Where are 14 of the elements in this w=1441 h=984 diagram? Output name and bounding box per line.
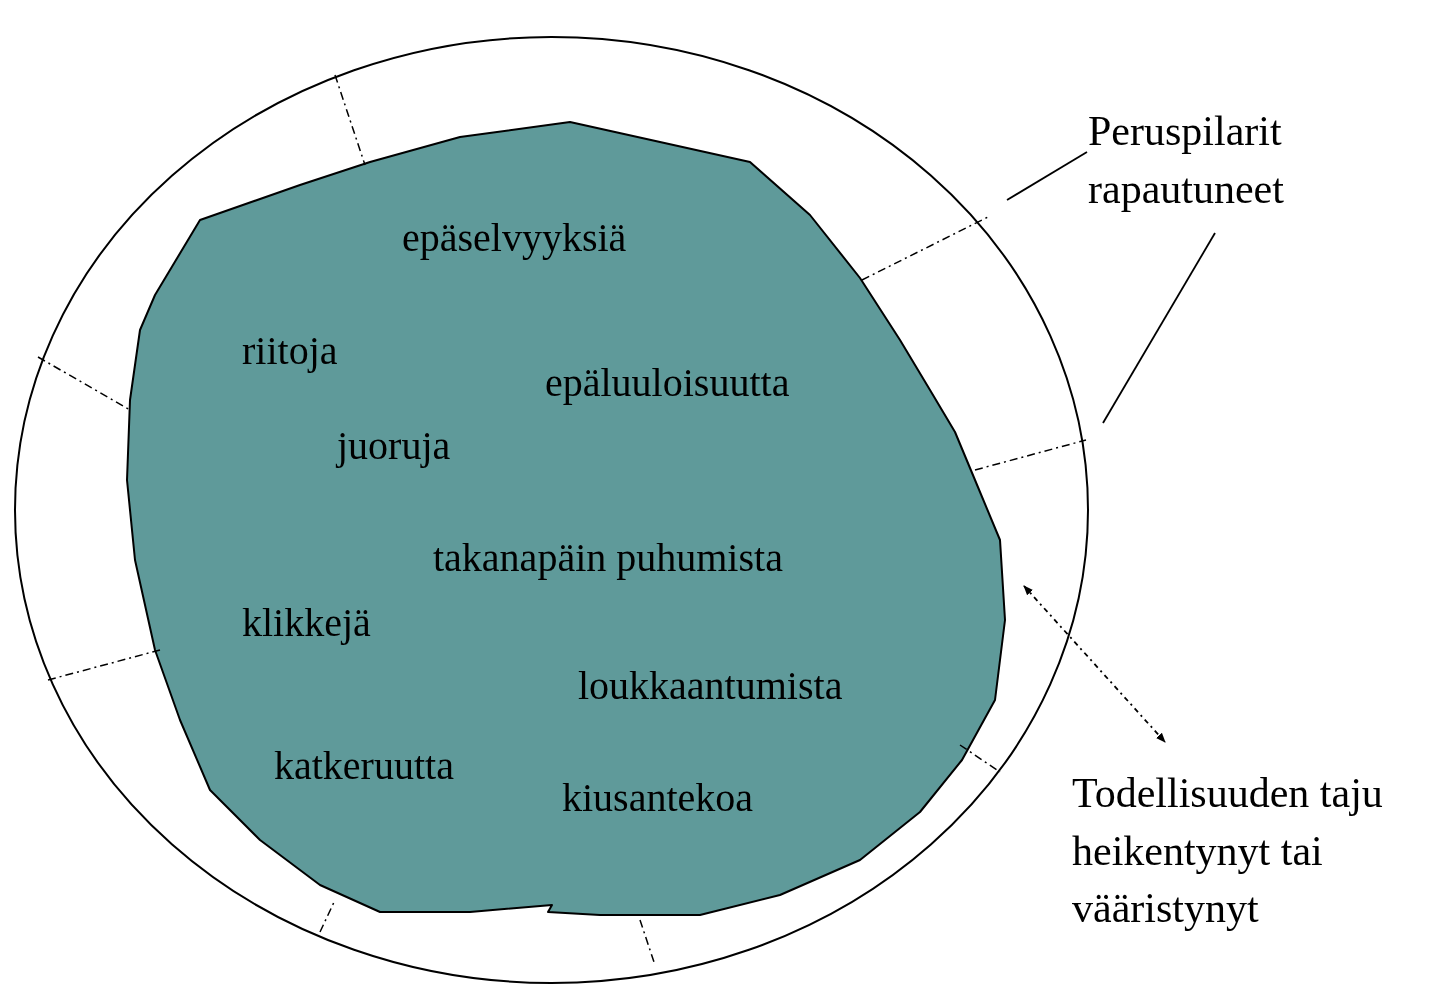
word-label: katkeruutta bbox=[274, 743, 454, 789]
word-label: klikkejä bbox=[242, 600, 371, 646]
word-label: juoruja bbox=[337, 423, 451, 469]
word-label: kiusantekoa bbox=[562, 775, 754, 821]
double-arrow bbox=[1023, 585, 1166, 743]
leader-line bbox=[1006, 151, 1088, 201]
annotation-text: Peruspilarit rapautuneet bbox=[1088, 107, 1285, 214]
word-label: riitoja bbox=[242, 328, 338, 374]
word-label: epäluuloisuutta bbox=[545, 360, 790, 406]
word-label: takanapäin puhumista bbox=[433, 535, 783, 581]
annotation-text: Todellisuuden taju heikentynyt tai vääristynyt bbox=[1072, 769, 1384, 934]
word-label: loukkaantumista bbox=[578, 663, 843, 709]
leader-line bbox=[1102, 232, 1216, 424]
word-label: epäselvyyksiä bbox=[402, 215, 627, 261]
